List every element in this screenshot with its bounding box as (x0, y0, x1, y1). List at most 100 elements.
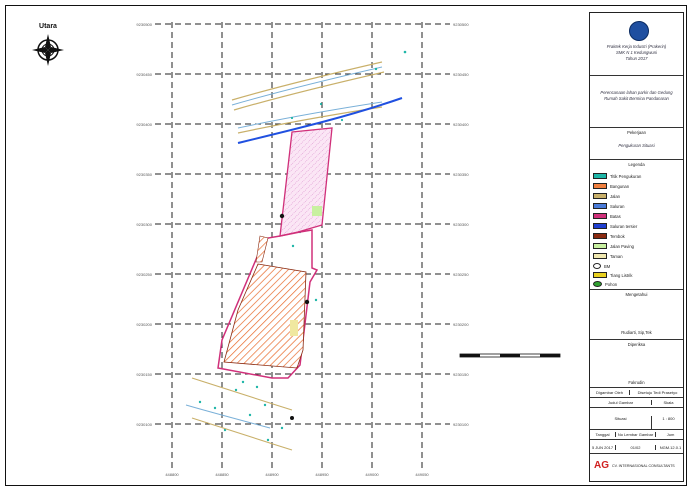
parcel-main (217, 229, 319, 379)
legend-item: Saluran (593, 202, 624, 210)
paving-icon (593, 243, 607, 249)
x-tick-label: 449000 (365, 472, 379, 477)
y-tick-label: 9230100 (136, 422, 152, 427)
road-icon (593, 193, 607, 199)
scale-header: Skala (663, 400, 674, 405)
date-value: 5 JUN 2017 (590, 445, 616, 450)
title-scale-row: Situasi 1 : 800 (590, 407, 683, 430)
benchmark-marker (304, 299, 310, 305)
meta-value-row: 5 JUN 2017 01/02 NGM.12.0.1 (590, 439, 683, 453)
benchmark-icon (593, 263, 601, 269)
sheet-number-header: No Lembar Gambar (616, 432, 656, 437)
y-tick-label-right: 9230150 (453, 372, 469, 377)
garden-icon (593, 253, 607, 259)
x-tick-label: 448850 (215, 472, 229, 477)
legend-item: Tiang Listrik (593, 271, 632, 279)
legend-item: Jalan Paving (593, 242, 634, 250)
drawn-by-row: Digambar Oleh Disetuju Tedi Prasetyo (590, 387, 683, 397)
wall-icon (593, 233, 607, 239)
benchmark-marker (279, 213, 285, 219)
project-title-box: Perencanaan lahan parkir dan Gedung Ruma… (590, 75, 683, 127)
y-tick-label-right: 9230200 (453, 322, 469, 327)
x-tick-label: 449050 (415, 472, 429, 477)
drawn-name: Fakrudin (628, 380, 645, 385)
legend-item: Taman (593, 252, 623, 260)
scale-bar (459, 353, 561, 358)
work-title: Pengukuran Situasi (618, 143, 655, 148)
parcel-north (279, 127, 333, 237)
map-sheet-frame (5, 5, 687, 486)
survey-point-icon (593, 173, 607, 179)
road-lines (231, 61, 403, 144)
count-header: Jum (666, 432, 675, 437)
y-tick-label-right: 9230450 (453, 72, 469, 77)
annex-hatch (255, 235, 269, 263)
paving-area (290, 320, 298, 336)
garden-patch (312, 206, 322, 216)
legend-item: Tembok (593, 232, 625, 240)
sheet-number-value: 01/02 (616, 445, 656, 450)
drawn-by-header: Digambar Oleh (590, 390, 630, 395)
legend-box: Legenda Titik Pengukuran Bangunan Jalan … (590, 159, 683, 289)
building-footprint (223, 263, 307, 369)
building-hatch-icon (593, 183, 607, 189)
logo-header: Praktek Kerja Industri (Prakerin) SMK N … (590, 13, 683, 75)
company-logo-icon: AG (594, 460, 609, 471)
legend-item: Jalan (593, 192, 620, 200)
approved-by-header: Disetuju Tedi Prasetyo (637, 390, 678, 395)
date-header: Tanggal (590, 432, 616, 437)
y-tick-label-right: 9230400 (453, 122, 469, 127)
survey-points (198, 50, 407, 442)
school-name: Praktek Kerja Industri (Prakerin) (606, 44, 667, 49)
y-tick-label-right: 9230250 (453, 272, 469, 277)
map-area: 9230500 9230450 9230400 9230350 9230300 … (10, 10, 587, 480)
y-tick-label-right: 9230300 (453, 222, 469, 227)
document-code-value: NGM.12.0.1 (659, 445, 682, 450)
drawing-title-value: Situasi (590, 416, 652, 430)
site-plan-map: 9230500 9230450 9230400 9230350 9230300 … (32, 22, 561, 477)
header-year: Tahun 2017 (625, 56, 648, 61)
x-tick-label: 448950 (315, 472, 329, 477)
y-tick-label: 9230450 (136, 72, 152, 77)
y-tick-label-right: 9230500 (453, 22, 469, 27)
legend-item: Bangunan (593, 182, 629, 190)
project-title: Perencanaan lahan parkir dan Gedung Ruma… (600, 90, 673, 101)
boundary-icon (593, 213, 607, 219)
y-tick-label: 9230350 (136, 172, 152, 177)
legend-title: Legenda (628, 162, 645, 167)
north-arrow-icon (32, 34, 64, 66)
title-block: Praktek Kerja Industri (Prakerin) SMK N … (589, 12, 684, 482)
footer-box: AG CV. INTERNASIONAL CONSULTANTS (590, 453, 683, 483)
north-label: Utara (39, 23, 57, 30)
y-tick-label: 9230300 (136, 222, 152, 227)
title-scale-header-row: Judul Gambar Skala (590, 397, 683, 407)
checked-box: Diperiksa Fakrudin (590, 339, 683, 387)
y-tick-label: 9230150 (136, 372, 152, 377)
y-tick-label-right: 9230350 (453, 172, 469, 177)
work-label: Pekerjaan (627, 130, 646, 135)
company-text: CV. INTERNASIONAL CONSULTANTS (612, 464, 675, 468)
legend-item: Titik Pengukuran (593, 172, 641, 180)
tertiary-canal-icon (593, 223, 607, 229)
school-logo-icon (629, 21, 649, 41)
scale-value: 1 : 800 (662, 416, 675, 421)
canal-icon (593, 203, 607, 209)
approval-name: Rudiarti, Sip,Tek (621, 330, 652, 335)
power-pole-icon (593, 272, 607, 278)
y-tick-label: 9230200 (136, 322, 152, 327)
x-tick-label: 448900 (265, 472, 279, 477)
approval-box: Mengetahui Rudiarti, Sip,Tek (590, 289, 683, 339)
benchmark-marker (290, 416, 294, 420)
y-tick-label-right: 9230100 (453, 422, 469, 427)
map-grid (155, 22, 450, 468)
y-tick-label: 9230500 (136, 22, 152, 27)
drawing-title-header: Judul Gambar (590, 400, 652, 405)
work-box: Pekerjaan Pengukuran Situasi (590, 127, 683, 159)
checked-label: Diperiksa (627, 342, 646, 347)
y-tick-label: 9230250 (136, 272, 152, 277)
legend-item: Batas (593, 212, 621, 220)
y-tick-label: 9230400 (136, 122, 152, 127)
legend-item: Saluran tersier (593, 222, 637, 230)
legend-item: BM (593, 262, 610, 270)
institution-name: SMK N 1 Kedungwuni (616, 50, 657, 55)
